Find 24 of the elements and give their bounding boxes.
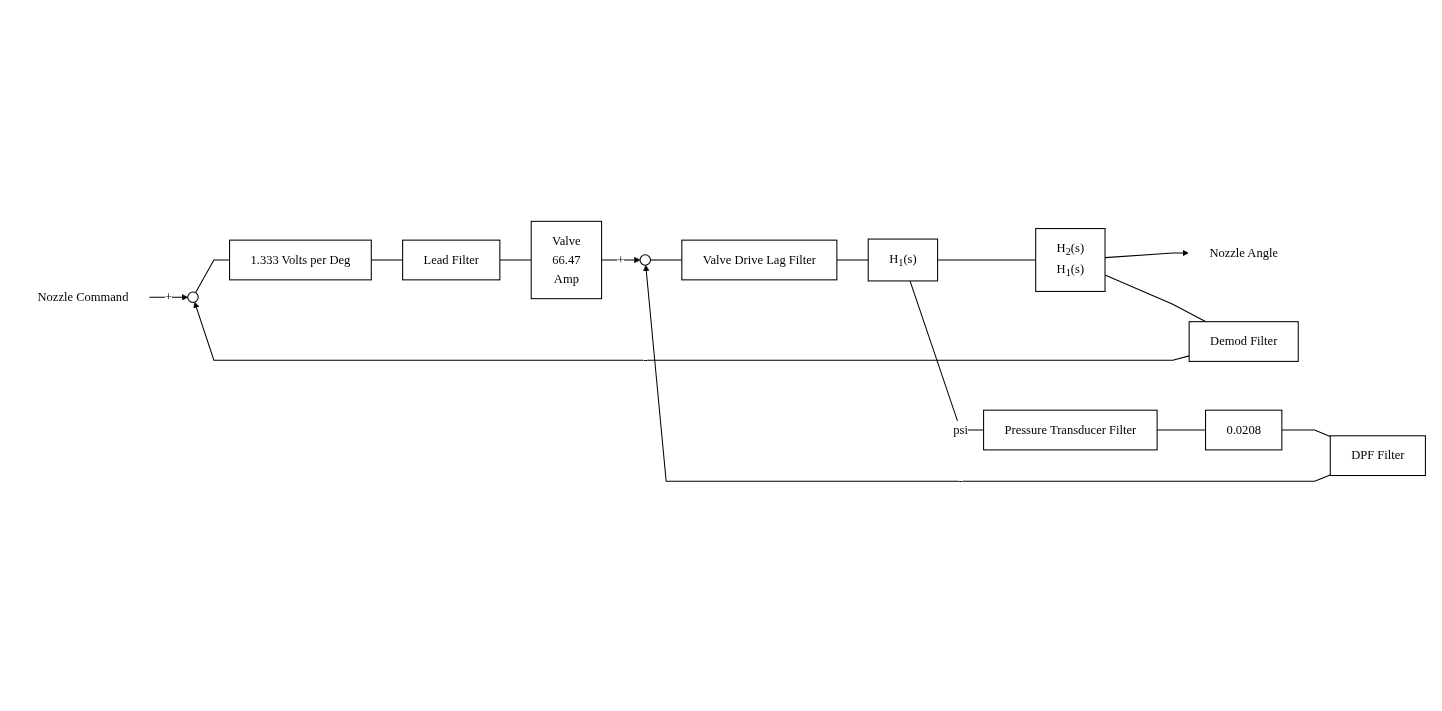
node-box: Demod Filter [1188,320,1299,362]
node-circle [639,253,651,266]
edge-label: - [643,352,648,367]
node-circle [187,291,199,303]
node-text: Nozzle Command [37,289,129,304]
node-box: H$_{1}$(s) [867,238,939,281]
connector [836,258,869,261]
edge-label: + [617,252,625,267]
node-box: 0.0208 [1205,409,1283,450]
node-box: H$_{2}$(s) H$_{1}$(s) [1035,227,1106,292]
node-text: Nozzle Angle [1209,245,1279,260]
arrow [193,301,1190,361]
edge-label: + [165,289,173,304]
edge-label: - [958,473,963,488]
edge-label: psi [953,422,968,437]
node-box: Valve Drive Lag Filter [681,239,838,280]
node-box: Valve 66.47 Amp [530,220,603,299]
node-box: Lead Filter [402,239,501,280]
connector [1281,429,1331,437]
connector [499,258,532,261]
node-box: DPF Filter [1329,434,1426,476]
node-box: 1.333 Volts per Deg [229,239,372,280]
arrow [148,293,189,300]
node-box: Pressure Transducer Filter [983,409,1158,450]
